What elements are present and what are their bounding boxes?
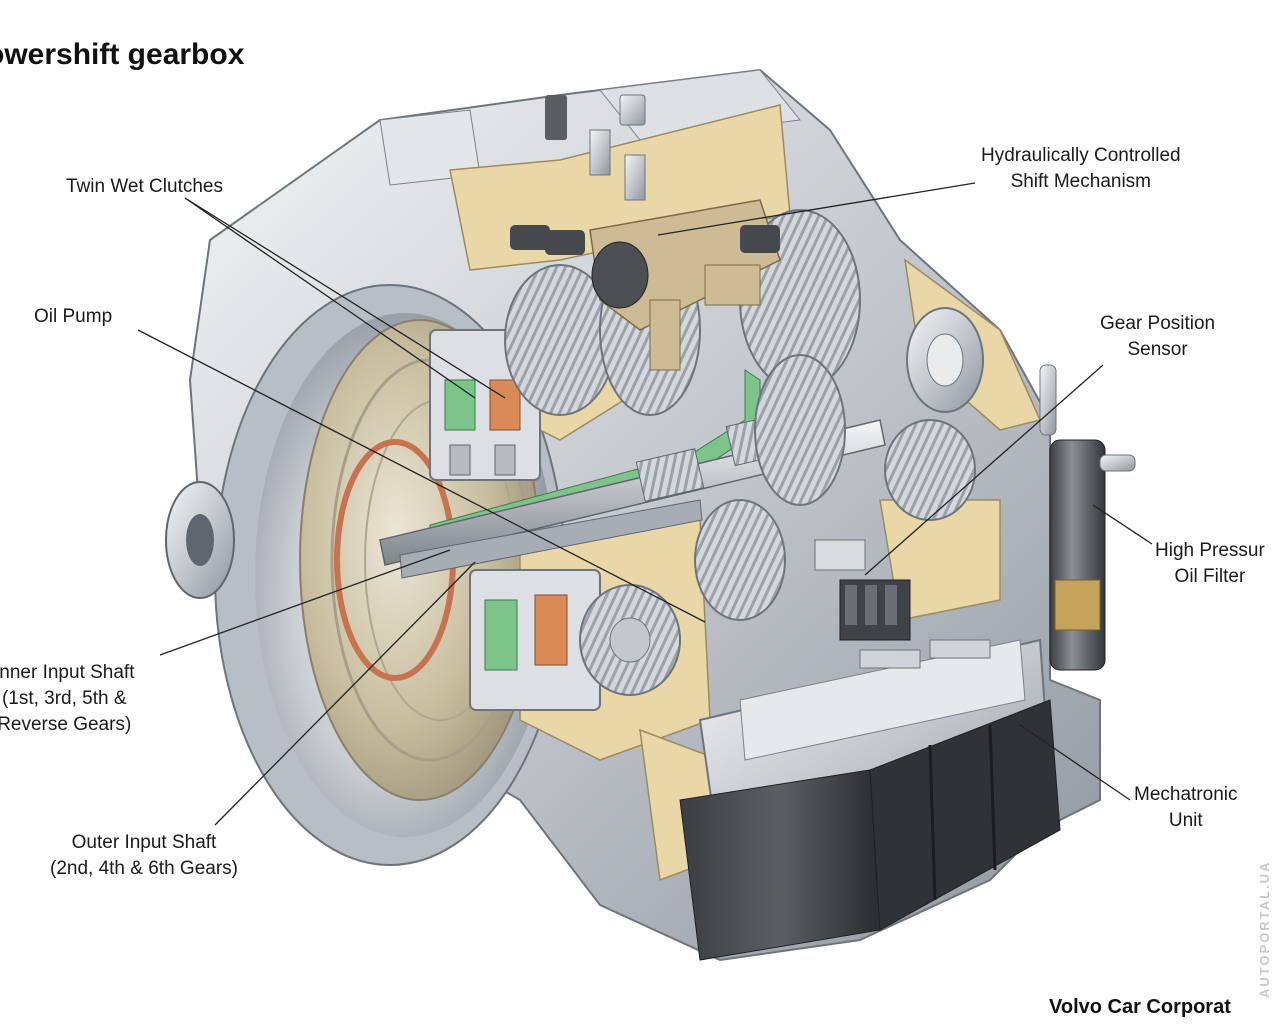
label-outer-input-shaft: Outer Input Shaft (2nd, 4th & 6th Gears) (50, 830, 238, 882)
label-twin-wet-clutches: Twin Wet Clutches (66, 176, 223, 197)
label-inner-input-shaft: Inner Input Shaft (1st, 3rd, 5th & Rever… (0, 660, 135, 738)
label-gear-position-line2: Sensor (1127, 339, 1188, 360)
label-oil-filter-line2: Oil Filter (1174, 566, 1246, 587)
mechatronic-unit (679, 638, 1061, 961)
label-outer-input-shaft-line2: (2nd, 4th & 6th Gears) (50, 858, 238, 879)
label-oil-pump: Oil Pump (34, 306, 113, 327)
twin-wet-clutch-lower (469, 569, 601, 711)
label-outer-input-shaft-line1: Outer Input Shaft (71, 832, 217, 853)
label-mechatronic-unit: Mechatronic Unit (1134, 782, 1238, 834)
label-hydraulic-shift-mechanism: Hydraulically Controlled Shift Mechanism (981, 143, 1181, 195)
shift-mechanism (510, 94, 781, 371)
label-mechatronic-line2: Unit (1168, 810, 1203, 831)
label-high-pressure-oil-filter: High Pressur Oil Filter (1155, 538, 1265, 590)
oil-filter (1039, 364, 1136, 671)
label-gear-position-line1: Gear Position (1100, 313, 1216, 334)
diagram-title: owershift gearbox (0, 38, 245, 71)
label-mechatronic-line1: Mechatronic (1134, 784, 1238, 805)
label-inner-input-shaft-line3: Reverse Gears) (0, 714, 132, 735)
label-oil-filter-line1: High Pressur (1155, 540, 1265, 561)
gear-position-sensor (814, 539, 911, 641)
leader-lines (137, 182, 1153, 826)
label-gear-position-sensor: Gear Position Sensor (1100, 311, 1215, 363)
label-inner-input-shaft-line1: Inner Input Shaft (0, 662, 135, 683)
watermark: AUTOPORTAL.UA (1257, 860, 1272, 998)
credit-text: Volvo Car Corporat (1049, 996, 1231, 1018)
label-hydraulic-shift-line1: Hydraulically Controlled (981, 145, 1181, 166)
label-hydraulic-shift-line2: Shift Mechanism (1010, 171, 1152, 192)
label-inner-input-shaft-line2: (1st, 3rd, 5th & (1, 688, 127, 709)
